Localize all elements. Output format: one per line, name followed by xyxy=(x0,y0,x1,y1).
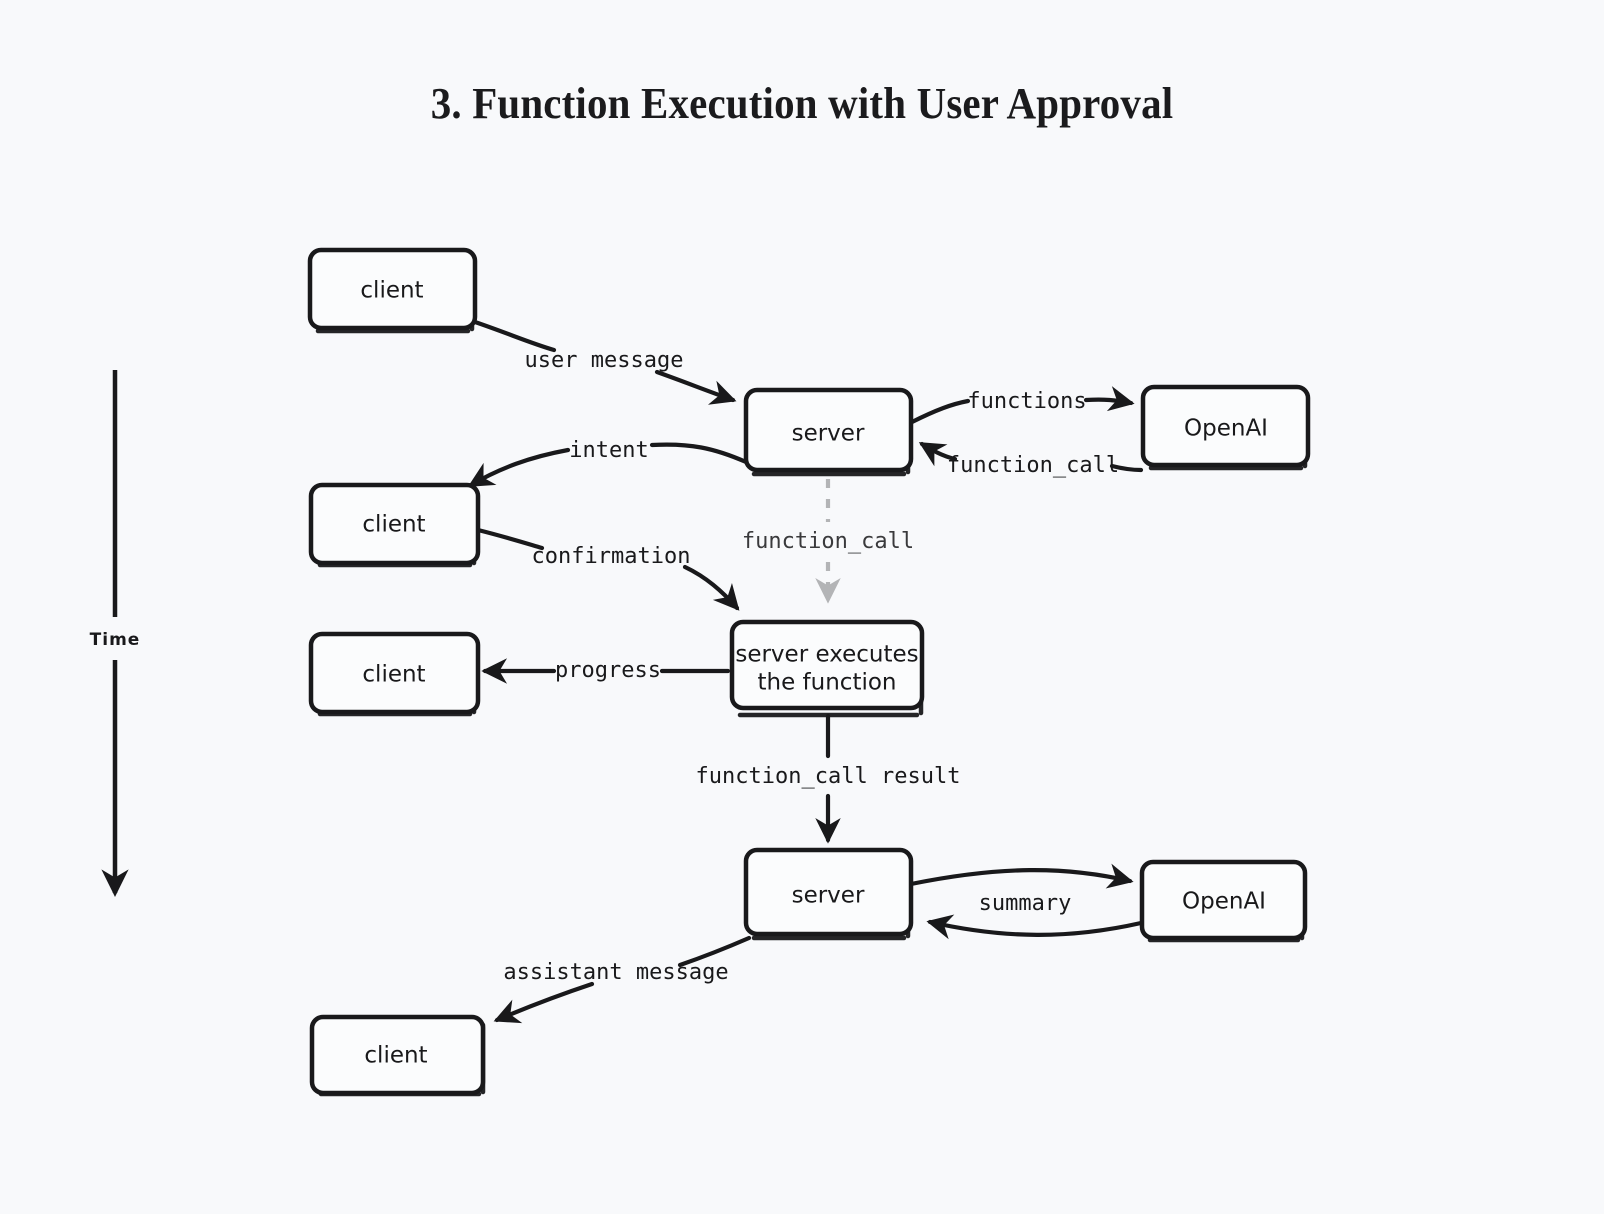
node-server-2-label: server xyxy=(792,883,865,909)
edge-confirmation-line-b xyxy=(682,564,740,611)
node-openai-1-label: OpenAI xyxy=(1184,416,1268,442)
edge-assistant-message-line-a xyxy=(677,935,752,968)
edge-functions-line-b xyxy=(1083,386,1135,412)
node-client-4-label: client xyxy=(364,1043,427,1069)
node-server-executes-label-line2: the function xyxy=(757,670,896,696)
edge-confirmation-label: confirmation xyxy=(532,544,691,569)
edge-confirmation: confirmation xyxy=(475,527,740,611)
node-server-1-rect xyxy=(743,387,914,473)
edge-summary-line-out xyxy=(908,863,1134,889)
edge-intent: intent xyxy=(467,438,749,488)
edge-function-call-dashed: function_call xyxy=(742,479,914,604)
node-client-4[interactable]: client xyxy=(309,1014,486,1097)
edge-function-call-return: function_call xyxy=(918,441,1144,478)
node-client-1-rect xyxy=(307,247,478,331)
node-server-1[interactable]: server xyxy=(743,387,914,477)
node-client-3[interactable]: client xyxy=(308,631,481,717)
node-client-2-rect xyxy=(308,482,481,566)
edge-function-call-return-label: function_call xyxy=(947,453,1119,478)
node-openai-2[interactable]: OpenAI xyxy=(1139,859,1308,943)
node-client-3-label: client xyxy=(362,662,425,688)
node-openai-1[interactable]: OpenAI xyxy=(1140,384,1311,471)
time-axis-label: Time xyxy=(90,630,141,650)
edge-function-call-return-line-b xyxy=(918,441,958,467)
edge-function-call-result: function_call result xyxy=(696,713,961,844)
edge-progress: progress xyxy=(481,658,731,684)
node-server-1-label: server xyxy=(792,421,865,447)
edge-summary-label: summary xyxy=(979,891,1072,916)
node-client-4-rect xyxy=(309,1014,486,1096)
node-client-3-rect xyxy=(308,631,481,715)
edge-user-message: user message xyxy=(472,319,737,405)
node-server-executes-rect xyxy=(729,619,925,711)
edge-summary: summary xyxy=(908,863,1144,940)
node-server-executes[interactable]: server executes the function xyxy=(729,619,925,718)
edge-functions-label: functions xyxy=(967,389,1086,414)
edge-progress-label: progress xyxy=(555,658,661,683)
edge-user-message-label: user message xyxy=(525,348,684,373)
edge-function-call-dashed-label: function_call xyxy=(742,529,914,554)
node-server-executes-label-line1: server executes xyxy=(735,642,918,668)
node-openai-2-rect xyxy=(1139,859,1308,941)
edge-assistant-message: assistant message xyxy=(493,935,752,1024)
node-server-2-rect xyxy=(743,847,914,937)
edge-function-call-return-line-a xyxy=(1109,463,1144,473)
node-server-2[interactable]: server xyxy=(743,847,914,941)
edge-intent-line-b xyxy=(467,447,571,488)
edge-function-call-result-label: function_call result xyxy=(696,764,961,789)
edge-functions: functions xyxy=(909,386,1135,425)
edge-assistant-message-line-b xyxy=(493,981,595,1024)
edge-assistant-message-label: assistant message xyxy=(503,960,728,985)
edge-confirmation-line-a xyxy=(475,527,545,551)
edge-intent-label: intent xyxy=(569,438,648,463)
node-openai-1-rect xyxy=(1140,384,1311,468)
node-client-1-label: client xyxy=(360,278,423,304)
node-client-1[interactable]: client xyxy=(307,247,478,334)
node-openai-2-label: OpenAI xyxy=(1182,889,1266,915)
edge-summary-line-back xyxy=(926,914,1144,940)
page-title: 3. Function Execution with User Approval xyxy=(430,79,1174,128)
time-axis: Time xyxy=(90,370,141,897)
node-client-2-label: client xyxy=(362,512,425,538)
edge-functions-line-a xyxy=(909,398,971,425)
edge-user-message-line-b xyxy=(654,369,737,405)
edge-intent-line-a xyxy=(649,442,749,465)
edge-user-message-line-a xyxy=(472,319,557,353)
node-client-2[interactable]: client xyxy=(308,482,481,568)
